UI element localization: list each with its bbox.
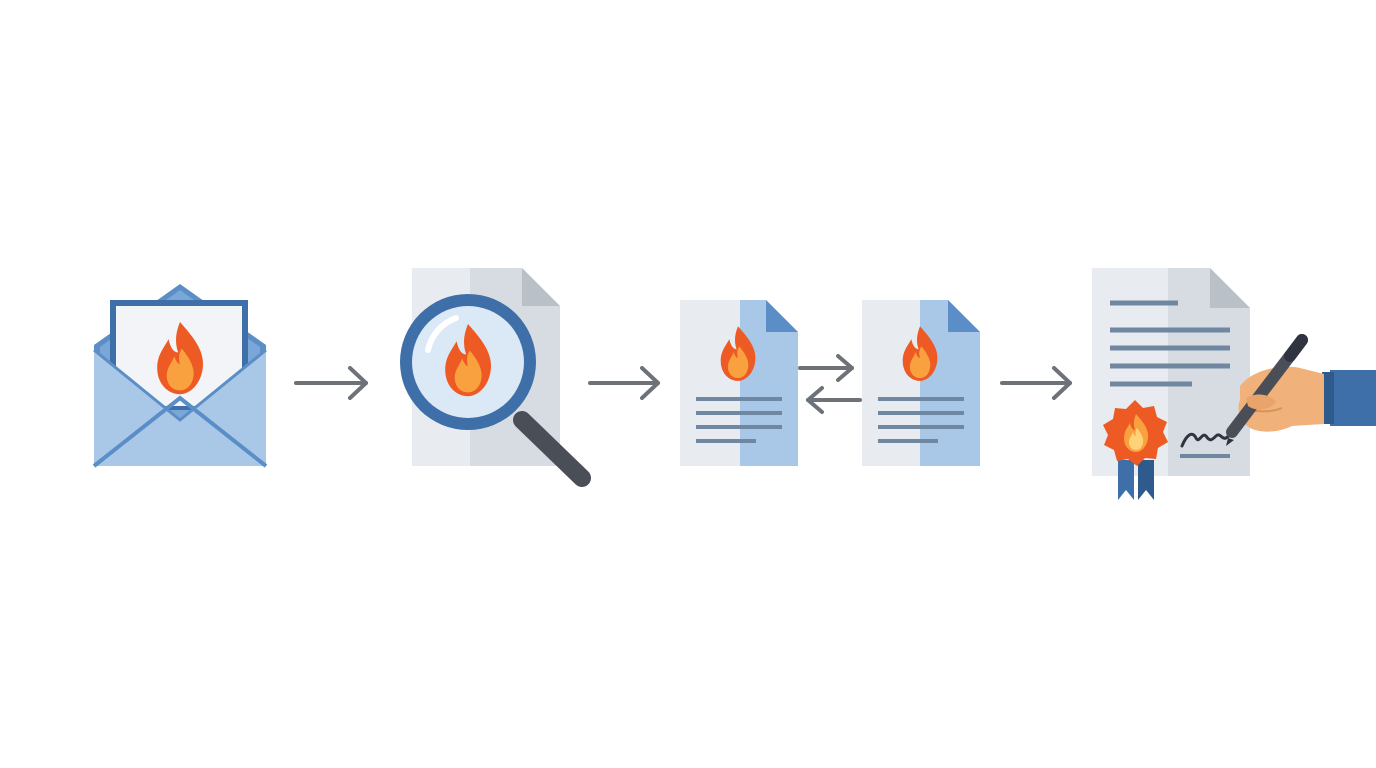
signature-scribble: [1180, 430, 1236, 448]
bidirectional-arrows: [798, 354, 862, 414]
flame-icon: [1124, 414, 1149, 452]
arrow-right-1: [294, 366, 368, 400]
arrow-right-2: [588, 366, 660, 400]
hand-with-pen-icon: [1226, 334, 1376, 446]
step-1-envelope-icon: [92, 284, 268, 468]
step-4-document-icon: [862, 300, 980, 466]
seal-badge-icon: [1103, 400, 1168, 466]
step-2-document-magnifier-icon: [400, 268, 591, 487]
arrow-right-3: [1000, 366, 1072, 400]
step-5-signed-certificate-icon: [1092, 268, 1376, 500]
step-3-document-icon: [680, 300, 798, 466]
seal-ribbon: [1118, 460, 1154, 500]
